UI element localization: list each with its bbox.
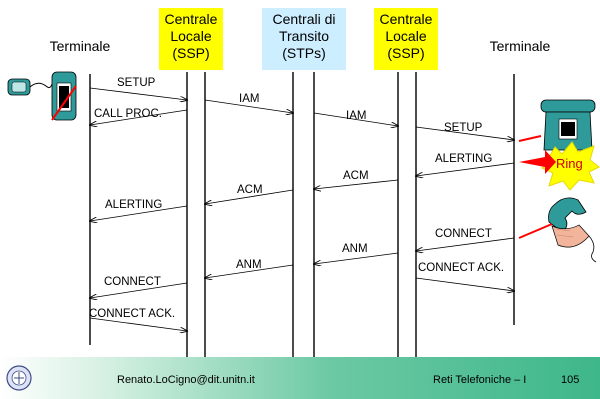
- ssp-right-line1: Centrale: [379, 11, 433, 27]
- ssp-right-line3: (SSP): [387, 45, 425, 61]
- footer-email: Renato.LoCigno@dit.unitn.it: [117, 374, 255, 386]
- msg-arrow: [314, 179, 399, 189]
- stp-line2: Transito: [278, 28, 330, 44]
- msg-label: CONNECT ACK.: [89, 308, 175, 320]
- msg-arrow: [313, 112, 398, 126]
- ssp-left-line3: (SSP): [172, 45, 210, 61]
- msg-label: CONNECT: [435, 228, 492, 240]
- msg-arrow: [415, 277, 514, 291]
- msg-label: ACM: [237, 184, 263, 196]
- msg-arrow: [205, 189, 294, 204]
- msg-arrow: [314, 252, 399, 264]
- msg-label: SETUP: [117, 77, 156, 89]
- msg-arrow: [90, 109, 188, 125]
- msg-label: IAM: [346, 110, 366, 122]
- msg-label: ACM: [343, 170, 369, 182]
- stp-line3: (STPs): [282, 45, 326, 61]
- msg-arrow: [204, 99, 293, 113]
- msg-arrow: [90, 282, 188, 298]
- msg-arrow: [89, 87, 187, 100]
- ssp-left-box: Centrale Locale (SSP): [159, 8, 223, 70]
- msg-arrow: [205, 264, 294, 278]
- msg-arrow: [90, 205, 188, 221]
- footer-page-number: 105: [561, 374, 580, 386]
- ssp-right-line2: Locale: [385, 28, 427, 44]
- caller-phone-icon: [7, 71, 77, 121]
- msg-label: CALL PROC.: [94, 108, 162, 120]
- ring-label: Ring: [556, 156, 583, 171]
- msg-arrow: [416, 237, 515, 251]
- msg-arrow: [89, 317, 187, 331]
- footer-bar: Renato.LoCigno@dit.unitn.it Reti Telefon…: [0, 357, 600, 399]
- footer-course: Reti Telefoniche – I: [433, 374, 527, 386]
- msg-label: ALERTING: [105, 199, 162, 211]
- ring-burst-icon: Ring: [519, 141, 600, 191]
- ringing-phone-icon: [518, 99, 596, 151]
- msg-label: ANM: [342, 243, 368, 255]
- msg-label: ANM: [236, 259, 262, 271]
- ssp-left-line2: Locale: [170, 28, 212, 44]
- terminal-right-label: Terminale: [489, 38, 551, 54]
- msg-label: SETUP: [444, 122, 483, 134]
- answering-handset-icon: [518, 197, 597, 263]
- msg-label: CONNECT: [104, 276, 161, 288]
- msg-label: IAM: [239, 93, 259, 105]
- terminal-left-label: Terminale: [49, 38, 111, 54]
- university-logo-icon: [6, 365, 32, 391]
- ssp-right-box: Centrale Locale (SSP): [374, 8, 438, 70]
- msg-arrow: [415, 126, 514, 140]
- msg-label: ALERTING: [435, 153, 492, 165]
- msg-arrow: [416, 162, 515, 176]
- stp-line1: Centrali di: [272, 11, 336, 27]
- msg-label: CONNECT ACK.: [418, 262, 504, 274]
- stp-box: Centrali di Transito (STPs): [262, 8, 346, 70]
- ssp-left-line1: Centrale: [164, 11, 218, 27]
